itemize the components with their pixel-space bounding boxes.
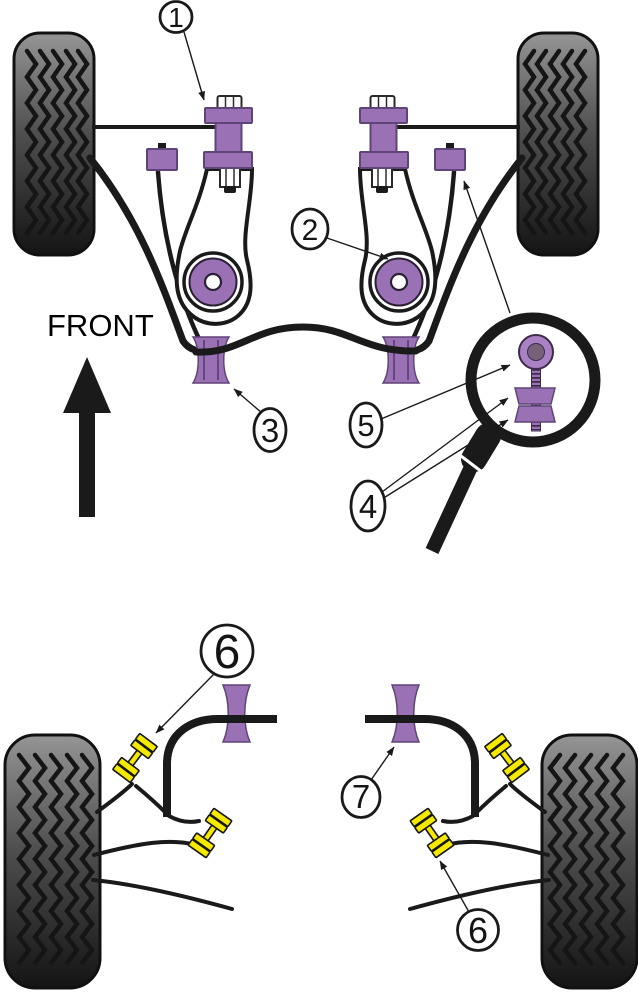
callout-6-upper-badge: 6 [199,623,255,679]
callout-4-badge: 4 [349,479,387,533]
callout-1-badge: 1 [158,0,194,34]
leader-line-6-upper [155,673,215,734]
callout-6-lower-badge: 6 [456,908,500,952]
callout-6-lower-number: 6 [468,910,488,951]
magnifier-handle-notch [460,454,483,474]
leader-line-4b [381,419,509,500]
callout-3-badge: 3 [252,407,288,453]
leader-line-3 [233,388,263,414]
leader-line-1 [183,31,205,101]
link-washer-bush-upper [514,387,556,405]
callout-3-number: 3 [261,412,279,449]
callout-5-number: 5 [357,408,374,443]
leader-line-5 [380,364,511,420]
anti-roll-bar-centre [192,323,420,356]
callout-7-number: 7 [352,778,370,815]
leader-line-6-lower [439,860,470,913]
end-link-detail [514,334,556,432]
link-top-bush-core [527,343,545,361]
magnifier-handle [425,464,478,554]
magnifier-icon [425,312,601,554]
link-washer-bush-lower [514,405,556,423]
callout-1-number: 1 [168,2,184,33]
front-suspension-view: FRONT 1 2 3 5 4 [14,0,601,554]
magnifier-leader-line [463,180,511,314]
callout-2-number: 2 [302,214,319,247]
callout-5-badge: 5 [348,401,384,449]
callout-4-number: 4 [359,488,377,525]
callout-6-upper-number: 6 [214,626,241,679]
leader-line-2 [326,237,389,260]
rear-left-corner [5,685,277,988]
rear-suspension-view: 6 7 6 [5,623,637,988]
front-label: FRONT [47,308,154,343]
leader-line-7 [370,746,395,781]
rear-right-corner [365,685,637,988]
magnifier-collar [461,423,501,472]
leader-line-4a [381,397,509,493]
front-direction-arrow [63,357,111,517]
callout-7-badge: 7 [340,775,382,819]
callout-2-badge: 2 [290,207,330,251]
